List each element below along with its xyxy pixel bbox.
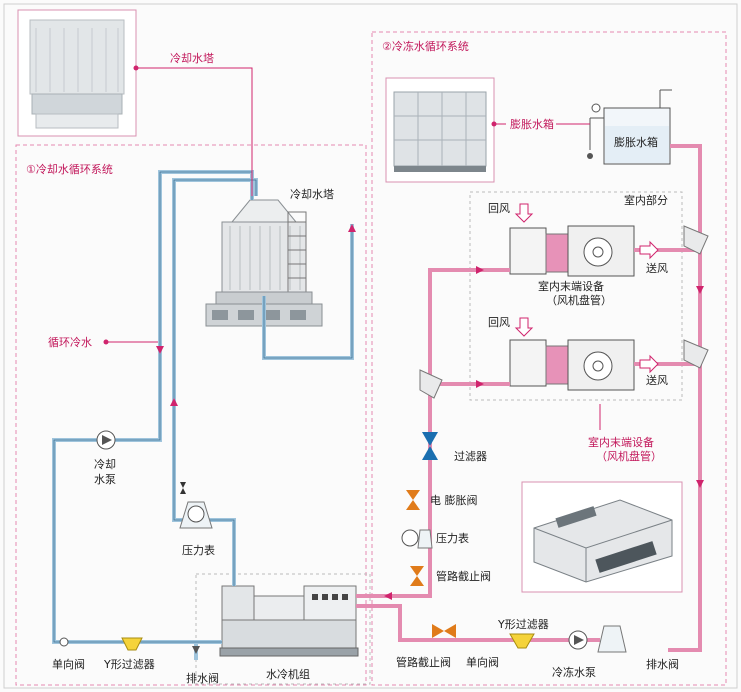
pressure-gauge-right-label: 压力表 — [436, 531, 469, 545]
fcu-callout-label-line2: （风机盘管） — [596, 449, 662, 463]
check-valve-bottom-label: 单向阀 — [466, 655, 499, 669]
drain-valve-right-label: 排水阀 — [646, 657, 679, 671]
drain-valve-left-icon — [192, 646, 200, 654]
fan-coil-photo — [521, 481, 683, 593]
drain-valve-left-label: 排水阀 — [186, 671, 219, 685]
cooling-section-title: ①冷却水循环系统 — [26, 163, 113, 176]
pressure-gauge-left-icon — [179, 501, 213, 529]
expansion-tank-drawing — [587, 89, 672, 165]
cooling-water-pipe-edges — [53, 171, 353, 643]
expansion-valve-label: 电 膨胀阀 — [430, 493, 478, 507]
chilled-pump-label: 冷冻水泵 — [552, 665, 596, 679]
air-arrows — [514, 203, 659, 374]
flow-arrows — [156, 224, 704, 600]
fcu-upper-label-line2: （风机盘管） — [546, 293, 612, 307]
chiller-section-border — [195, 573, 371, 685]
shutoff-valve-vertical-label: 管路截止阀 — [436, 569, 491, 583]
fcu-callout-label-line1: 室内末端设备 — [588, 435, 654, 449]
cooling-pump-label-line2: 水泵 — [94, 473, 116, 486]
filter-label: 过滤器 — [454, 450, 487, 463]
fan-coil-upper — [509, 225, 635, 277]
shutoff-valve-bottom-label: 管路截止阀 — [396, 655, 451, 669]
cooling-tower-photo — [17, 9, 137, 137]
fan-coil-lower — [509, 339, 635, 391]
check-valve-left-icon — [59, 637, 69, 647]
expansion-tank-callout-label: 膨胀水箱 — [510, 117, 554, 131]
fcu-upper-label-line1: 室内末端设备 — [538, 279, 604, 293]
y-filter-right-label: Y形过滤器 — [497, 618, 549, 631]
y-filter-left-icon — [121, 637, 143, 651]
chilled-section-border — [371, 31, 727, 686]
cooling-tower-callout-label: 冷却水塔 — [170, 52, 214, 65]
return-air-2-label: 回风 — [488, 316, 510, 329]
strainer-fittings — [419, 225, 709, 399]
small-valve-left-icon — [180, 482, 186, 494]
supply-air-1-label: 送风 — [646, 261, 668, 275]
expansion-tank-photo — [385, 77, 495, 183]
cooling-section-border — [15, 144, 367, 686]
callout-dot-circulating — [103, 339, 109, 345]
callout-dot-tower — [133, 65, 139, 71]
expansion-tank-main-label: 膨胀水箱 — [614, 135, 658, 149]
y-filter-right-icon — [509, 633, 535, 649]
supply-air-2-label: 送风 — [646, 373, 668, 387]
shutoff-valve-vertical-icon — [410, 566, 424, 586]
chilled-pump-icon — [568, 625, 627, 653]
outer-frame — [3, 3, 738, 689]
circulating-water-label: 循环冷水 — [48, 336, 92, 349]
cooling-pump-label-line1: 冷却 — [94, 458, 116, 471]
chilled-section-title: ②冷冻水循环系统 — [382, 39, 469, 53]
callout-dot-tank — [491, 121, 497, 127]
check-valve-left-label: 单向阀 — [52, 657, 85, 671]
chiller-unit-label: 水冷机组 — [266, 667, 310, 681]
cooling-pump-icon — [96, 430, 116, 450]
shutoff-valve-bottom-icon — [432, 624, 456, 638]
y-filter-left-label: Y形过滤器 — [103, 658, 155, 671]
chiller-unit — [219, 585, 359, 657]
return-air-1-label: 回风 — [488, 202, 510, 215]
indoor-section-title: 室内部分 — [624, 193, 668, 207]
filter-valve-icon — [422, 432, 438, 460]
expansion-valve-icon — [406, 490, 420, 510]
cooling-tower-main-label: 冷却水塔 — [290, 188, 334, 201]
pressure-gauge-right-icon — [401, 529, 433, 549]
pressure-gauge-left-label: 压力表 — [182, 543, 215, 557]
